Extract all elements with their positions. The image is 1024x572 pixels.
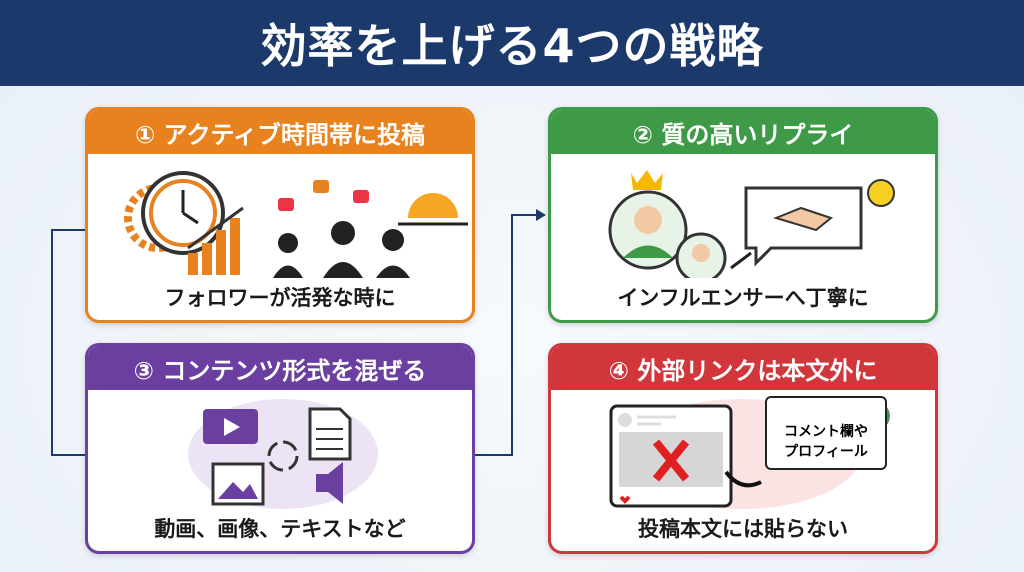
card-header: ④ 外部リンクは本文外に — [551, 346, 935, 390]
strategy-card-quality-reply: ② 質の高いリプライ インフルエンサーへ丁寧に — [548, 107, 938, 323]
card-caption: インフルエンサーへ丁寧に — [617, 286, 869, 310]
card-header: ③ コンテンツ形式を混ぜる — [88, 346, 472, 390]
comment-profile-box: コメント欄やプロフィール — [765, 396, 887, 470]
title-bar: 効率を上げる4つの戦略 — [0, 0, 1024, 86]
content-formats-illustration — [188, 399, 378, 509]
card-caption: 投稿本文には貼らない — [638, 517, 848, 541]
page-title: 効率を上げる4つの戦略 — [260, 19, 764, 73]
strategy-card-external-links: ④ 外部リンクは本文外に コメント欄やプロフィール 投稿本文には貼らない — [548, 343, 938, 554]
influencer-handshake-illustration — [608, 170, 895, 278]
cycle-icon — [267, 440, 299, 472]
card-caption: 動画、画像、テキストなど — [154, 517, 406, 541]
arrow-icon — [724, 470, 762, 488]
clock-growth-people-illustration — [124, 171, 468, 278]
document-icon — [308, 407, 352, 461]
card-caption: フォロワーが活発な時に — [164, 286, 396, 310]
no-link-icon — [652, 439, 690, 482]
crown-icon — [631, 170, 663, 190]
lightbulb-icon — [867, 179, 895, 207]
handshake-icon — [772, 206, 834, 232]
audio-icon — [316, 462, 343, 504]
strategy-card-mix-formats: ③ コンテンツ形式を混ぜる 動画、画像、テキストなど — [85, 343, 475, 554]
card-header: ① アクティブ時間帯に投稿 — [88, 110, 472, 154]
note-line: プロフィール — [784, 444, 868, 460]
sunrise-icon — [408, 193, 458, 218]
arrow-icon — [536, 209, 546, 221]
card-header: ② 質の高いリプライ — [551, 110, 935, 154]
heart-icon — [619, 495, 631, 504]
note-line: コメント欄や — [784, 424, 868, 440]
strategy-card-active-time: ① アクティブ時間帯に投稿 フォロワーが活発な時に — [85, 107, 475, 323]
